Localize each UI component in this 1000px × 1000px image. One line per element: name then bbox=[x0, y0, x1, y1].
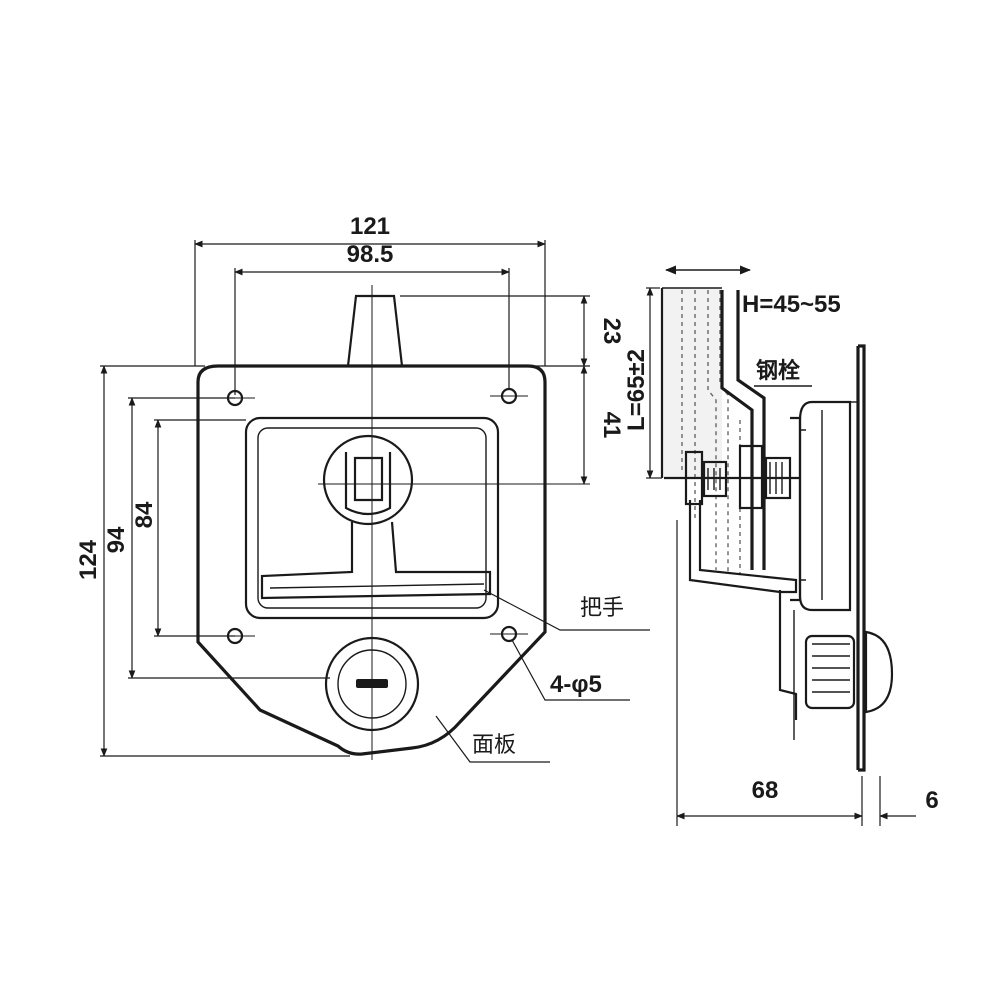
dim-overall-height: 124 bbox=[75, 539, 102, 580]
dim-94: 94 bbox=[103, 526, 130, 553]
lock-side-body bbox=[804, 634, 856, 710]
label-handle: 把手 bbox=[580, 596, 624, 621]
lock-cap bbox=[864, 630, 894, 714]
handle-hub bbox=[322, 434, 414, 526]
dim-41: 41 bbox=[598, 412, 625, 439]
dim-23: 23 bbox=[598, 318, 625, 345]
handle-stem bbox=[344, 452, 392, 516]
handle-tip bbox=[346, 294, 404, 368]
dim-length: L=65±2 bbox=[623, 349, 650, 431]
dim-thickness: 6 bbox=[925, 787, 938, 814]
dim-overall-width: 121 bbox=[350, 213, 390, 240]
bracket bbox=[688, 500, 798, 594]
front-view: 121 98.5 23 41 124 94 84 把手 4-φ5 面板 bbox=[75, 213, 650, 763]
dim-height: H=45~55 bbox=[742, 291, 841, 318]
panel-outline bbox=[196, 364, 547, 756]
housing bbox=[856, 344, 866, 772]
bolt-plate bbox=[662, 288, 722, 478]
steel-bolt bbox=[720, 290, 754, 570]
label-steel-bolt: 钢栓 bbox=[756, 358, 800, 384]
dim-depth: 68 bbox=[752, 777, 779, 804]
side-view: L=65±2 H=45~55 68 6 钢栓 bbox=[623, 265, 939, 826]
label-holes: 4-φ5 bbox=[550, 671, 602, 698]
dim-84: 84 bbox=[131, 501, 158, 528]
t-handle bbox=[260, 521, 492, 600]
dim-hole-spacing: 98.5 bbox=[347, 241, 394, 268]
label-panel: 面板 bbox=[472, 733, 516, 758]
